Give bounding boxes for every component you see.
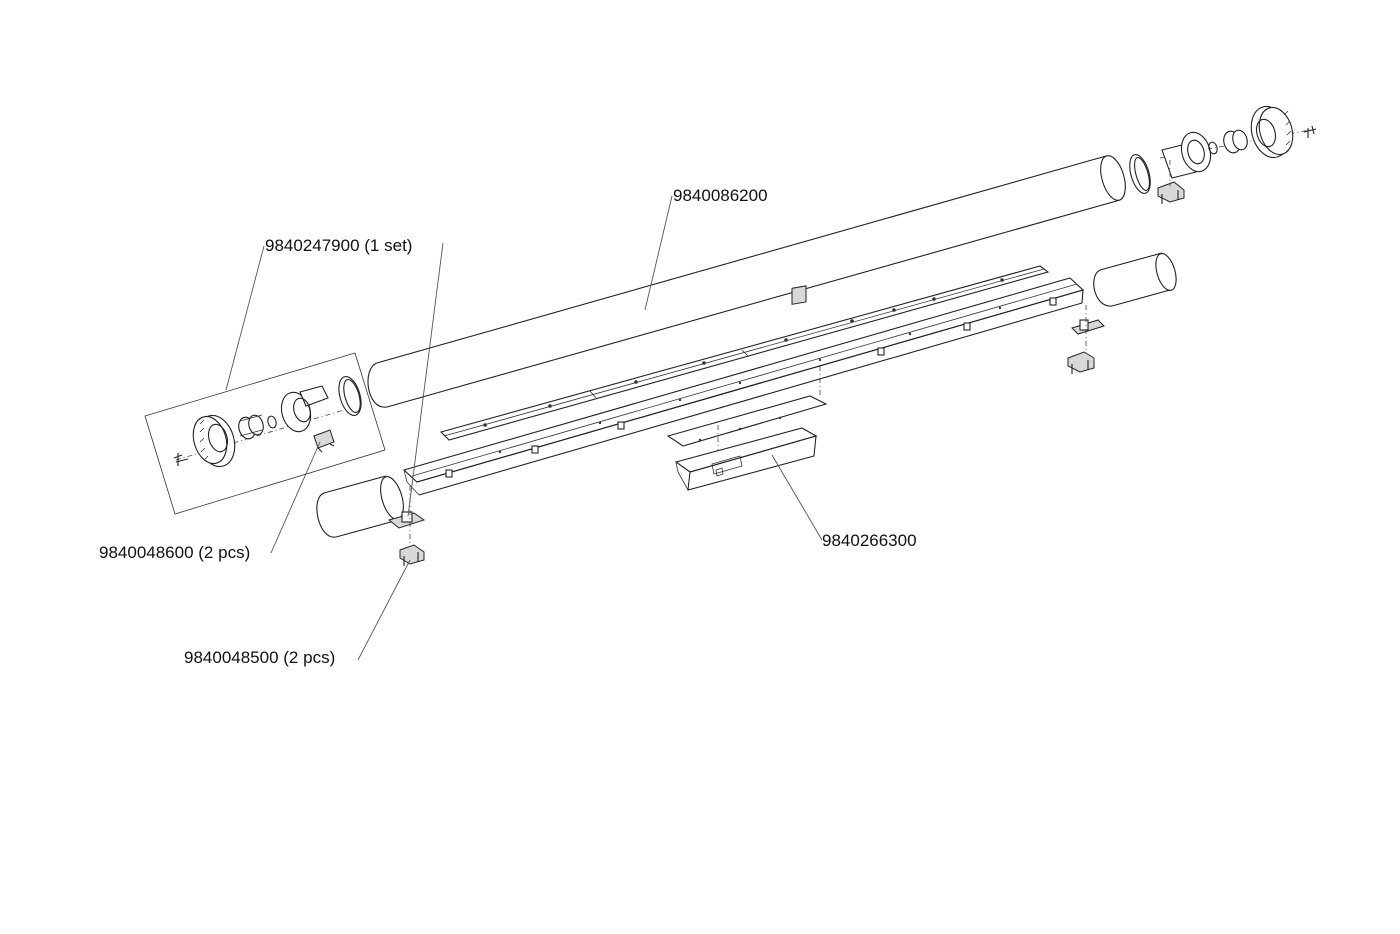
bracket-top-right <box>1157 160 1185 204</box>
reflector-strip <box>439 265 1050 441</box>
leader-lines <box>225 195 823 661</box>
part-labels: 9840086200 9840247900 (1 set) 9840048600… <box>99 186 917 667</box>
end-cap-set-right <box>1129 105 1317 194</box>
short-tube-left <box>316 475 404 538</box>
strip-holes <box>483 278 1004 427</box>
ballast-box <box>666 285 828 491</box>
label-main-tube: 9840086200 <box>673 186 768 205</box>
label-ballast-box: 9840266300 <box>822 531 917 550</box>
knurled-ring-left <box>192 414 236 468</box>
socket-holder-left <box>280 385 329 433</box>
end-cap-set-left <box>144 352 386 515</box>
bracket-lower-left <box>399 544 425 566</box>
label-bracket-upper: 9840048600 (2 pcs) <box>99 543 250 562</box>
short-tube-right <box>1093 252 1177 307</box>
knurled-ring-right <box>1250 105 1294 159</box>
channel-clips <box>445 297 1057 478</box>
label-bracket-lower: 9840048500 (2 pcs) <box>184 648 335 667</box>
main-tube <box>367 155 1126 408</box>
channel-housing <box>402 277 1085 496</box>
bracket-upper-left <box>387 486 426 545</box>
label-end-set: 9840247900 (1 set) <box>265 236 412 255</box>
bracket-lower-right <box>1067 351 1095 374</box>
bracket-upper-right <box>1071 305 1105 355</box>
channel-holes <box>498 306 1002 454</box>
